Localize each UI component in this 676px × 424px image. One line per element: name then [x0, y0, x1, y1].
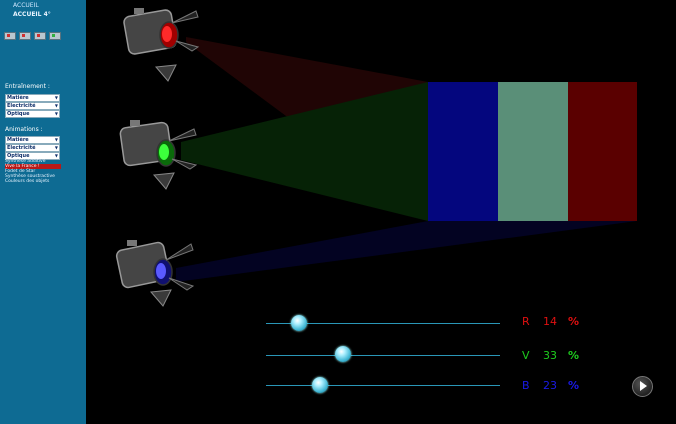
animation-dropdown-optique[interactable]: Optique ▼ — [5, 152, 60, 160]
next-arrow-button[interactable] — [632, 376, 653, 397]
red-spotlight-icon — [123, 8, 200, 82]
blue-percent-sign: % — [568, 379, 580, 392]
training-dropdown-electricite[interactable]: Electricité ▼ — [5, 102, 60, 110]
green-spotlight-icon — [119, 120, 198, 190]
blue-beam — [176, 221, 637, 282]
training-dropdown-matiere[interactable]: Matière ▼ — [5, 94, 60, 102]
animation-stage: R 14 % V 33 % B 23 % — [86, 0, 676, 424]
flag-stripe-red — [568, 82, 637, 221]
training-title: Entraînement : — [5, 83, 50, 90]
nav-home4-link[interactable]: ACCUEIL 4° — [13, 11, 51, 18]
flag-stripe-blue — [428, 82, 498, 221]
blue-spotlight-icon — [115, 240, 195, 307]
tool-icon-1[interactable] — [4, 32, 16, 40]
green-beam — [181, 82, 428, 221]
animation-item-couleurs-des-objets[interactable]: Couleurs des objets — [5, 179, 50, 184]
dropdown-label: Electricité — [7, 145, 36, 151]
red-percent-sign: % — [568, 315, 580, 328]
blue-value: 23 — [543, 379, 557, 392]
green-value: 33 — [543, 349, 557, 362]
chevron-down-icon: ▼ — [54, 145, 58, 150]
flag-stripe-middle — [498, 82, 568, 221]
chevron-down-icon: ▼ — [54, 153, 58, 158]
blue-slider-track[interactable] — [266, 385, 500, 386]
dropdown-label: Matière — [7, 95, 29, 101]
dropdown-label: Optique — [7, 153, 30, 159]
red-value: 14 — [543, 315, 557, 328]
animation-dropdown-matiere[interactable]: Matière ▼ — [5, 136, 60, 144]
animation-item-synthese-additive[interactable]: Synthèse additive — [5, 159, 46, 164]
chevron-down-icon: ▼ — [54, 137, 58, 142]
animation-dropdown-electricite[interactable]: Electricité ▼ — [5, 144, 60, 152]
animations-title: Animations : — [5, 126, 43, 133]
blue-slider-handle[interactable] — [311, 377, 328, 393]
animation-item-fodet-de-star[interactable]: Fodet de Star — [5, 169, 36, 174]
chevron-down-icon: ▼ — [54, 111, 58, 116]
sidebar: ACCUEIL ACCUEIL 4° Entraînement : Matièr… — [0, 0, 86, 424]
animation-item-synthese-soustractive[interactable]: Synthèse soustractive — [5, 174, 55, 179]
red-slider-handle[interactable] — [290, 315, 307, 331]
red-slider-track[interactable] — [266, 323, 500, 324]
tool-icon-3[interactable] — [34, 32, 46, 40]
dropdown-label: Electricité — [7, 103, 36, 109]
training-dropdown-optique[interactable]: Optique ▼ — [5, 110, 60, 118]
green-slider-track[interactable] — [266, 355, 500, 356]
chevron-down-icon: ▼ — [54, 103, 58, 108]
tool-icon-2[interactable] — [19, 32, 31, 40]
tool-icon-4[interactable] — [49, 32, 61, 40]
light-beams — [176, 37, 637, 282]
dropdown-label: Matière — [7, 137, 29, 143]
green-slider-handle[interactable] — [335, 346, 352, 362]
tool-icons — [4, 32, 61, 40]
animation-item-vive-la-france[interactable]: Vive la France ! — [5, 164, 61, 169]
nav-home-link[interactable]: ACCUEIL — [13, 2, 39, 9]
green-channel-label: V — [522, 349, 530, 362]
red-channel-label: R — [522, 315, 530, 328]
green-percent-sign: % — [568, 349, 580, 362]
blue-channel-label: B — [522, 379, 530, 392]
chevron-down-icon: ▼ — [54, 95, 58, 100]
dropdown-label: Optique — [7, 111, 30, 117]
